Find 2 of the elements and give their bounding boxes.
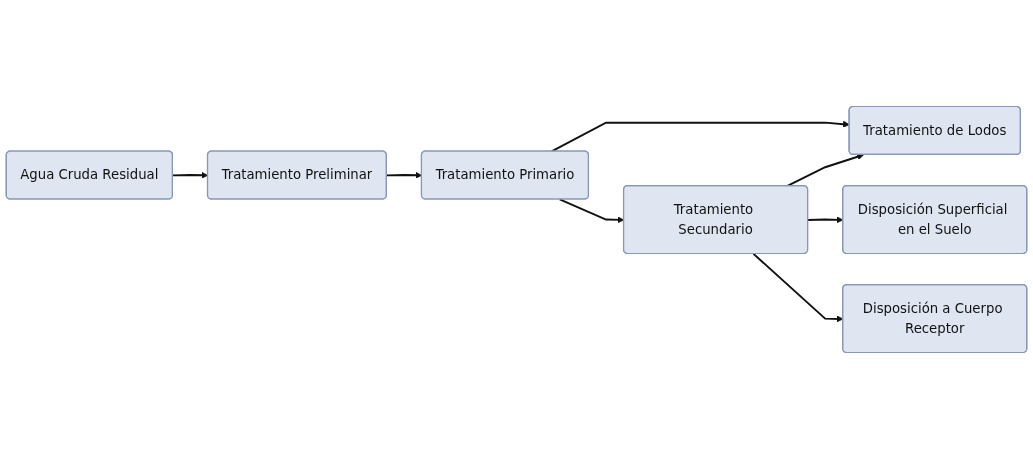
arrow: [550, 120, 850, 153]
arrow: [786, 153, 864, 187]
